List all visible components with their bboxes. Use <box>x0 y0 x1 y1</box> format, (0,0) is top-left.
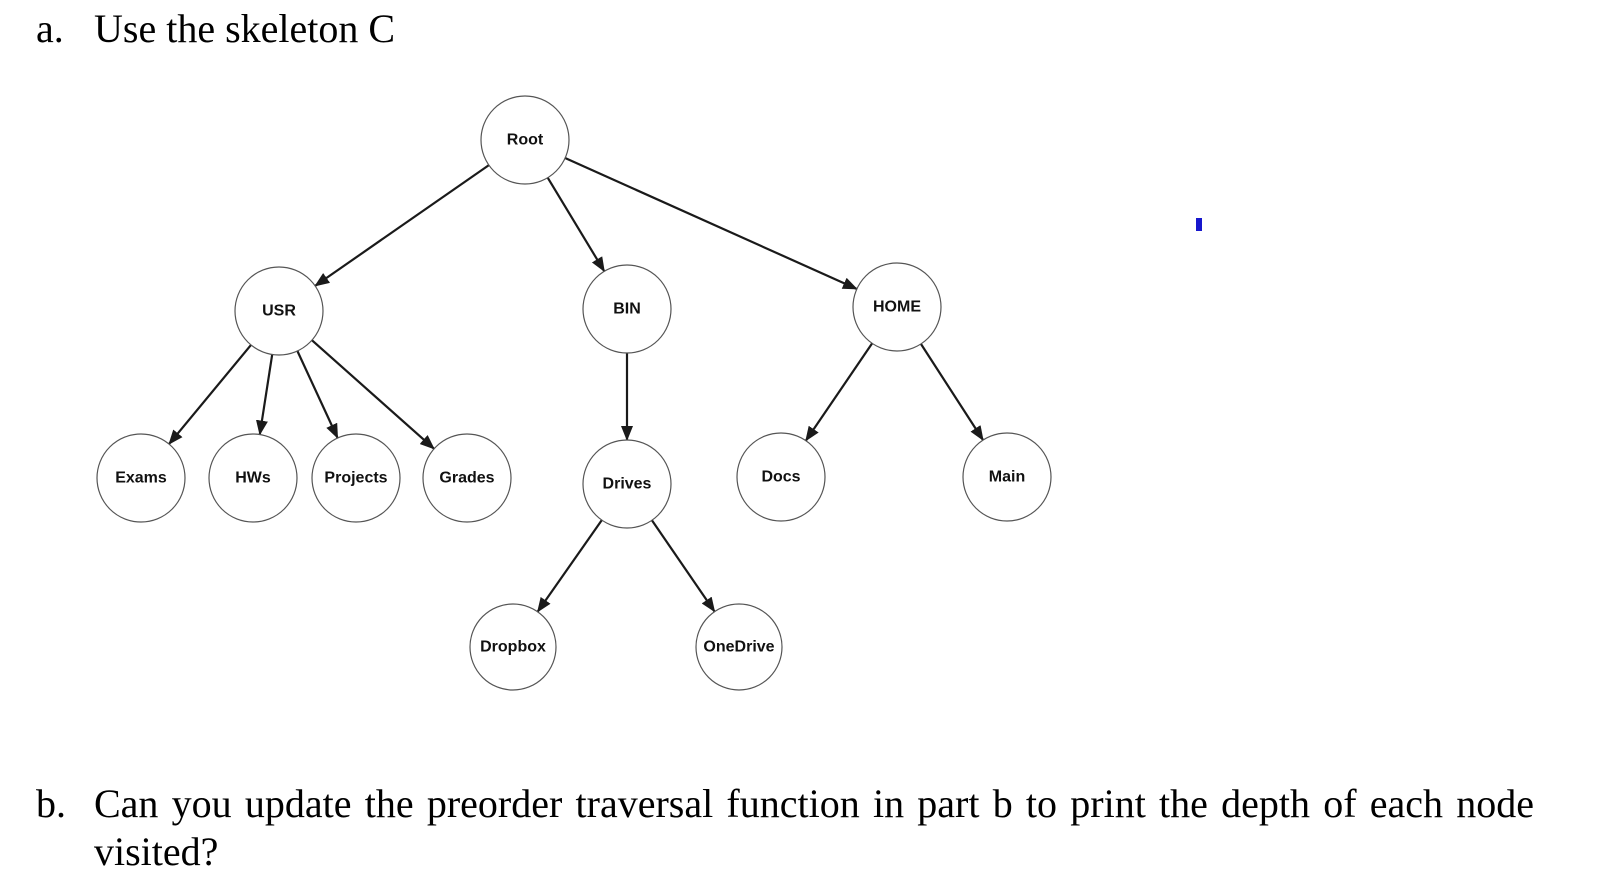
question-a-text: Use the skeleton C <box>94 6 396 51</box>
tree-node-label: Exams <box>115 470 167 487</box>
tree-node-label: BIN <box>613 301 641 318</box>
edge-home-docs <box>804 342 874 442</box>
tree-node-label: Root <box>507 132 544 149</box>
tree-node-drives: Drives <box>582 439 672 529</box>
node-circle <box>422 433 512 523</box>
edge-drives-onedrive <box>650 519 716 613</box>
tree-node-label: Docs <box>761 469 800 486</box>
edge-usr-projects <box>296 350 339 439</box>
question-item-b: b. Can you update the preorder traversal… <box>36 780 1534 876</box>
edge-root-home <box>564 156 858 291</box>
tree-node-exams: Exams <box>96 433 186 523</box>
node-circle <box>480 95 570 185</box>
tree-node-label: Drives <box>603 476 652 493</box>
node-circle <box>695 603 783 691</box>
question-b-marker: b. <box>36 781 66 826</box>
node-circle <box>469 603 557 691</box>
node-circle <box>582 264 672 354</box>
tree-node-main: Main <box>962 432 1052 522</box>
tree-node-onedrive: OneDrive <box>695 603 783 691</box>
tree-node-root: Root <box>480 95 570 185</box>
node-circle <box>96 433 186 523</box>
blue-caret-mark <box>1196 218 1202 231</box>
node-circle <box>582 439 672 529</box>
tree-node-hws: HWs <box>208 433 298 523</box>
edge-usr-hws <box>256 354 274 436</box>
tree-node-label: Grades <box>439 470 494 487</box>
tree-node-dropbox: Dropbox <box>469 603 557 691</box>
edge-usr-grades <box>311 339 435 450</box>
node-circle <box>311 433 401 523</box>
question-item-a: a. Use the skeleton C <box>36 5 1534 53</box>
edge-home-main <box>919 343 985 441</box>
node-circle <box>852 262 942 352</box>
tree-node-label: Dropbox <box>480 639 546 656</box>
node-circle <box>736 432 826 522</box>
tree-node-home: HOME <box>852 262 942 352</box>
tree-edges <box>168 156 985 613</box>
question-b-text: Can you update the preorder traversal fu… <box>94 781 1534 874</box>
tree-node-label: HWs <box>235 470 271 487</box>
node-circle <box>234 266 324 356</box>
edge-root-bin <box>546 177 606 273</box>
question-a-marker: a. <box>36 6 64 51</box>
tree-node-projects: Projects <box>311 433 401 523</box>
tree-node-label: OneDrive <box>703 639 774 656</box>
tree-node-label: USR <box>262 303 296 320</box>
edge-root-usr <box>314 164 490 287</box>
tree-node-label: Projects <box>324 470 387 487</box>
node-circle <box>208 433 298 523</box>
tree-node-usr: USR <box>234 266 324 356</box>
tree-node-label: Main <box>989 469 1025 486</box>
tree-nodes: Root USR BIN HOME Exams HWs <box>96 95 1052 691</box>
node-circle <box>962 432 1052 522</box>
tree-node-label: HOME <box>873 299 921 316</box>
edge-usr-exams <box>168 344 252 445</box>
tree-node-docs: Docs <box>736 432 826 522</box>
tree-node-bin: BIN <box>582 264 672 354</box>
edge-drives-dropbox <box>536 519 603 613</box>
tree-node-grades: Grades <box>422 433 512 523</box>
